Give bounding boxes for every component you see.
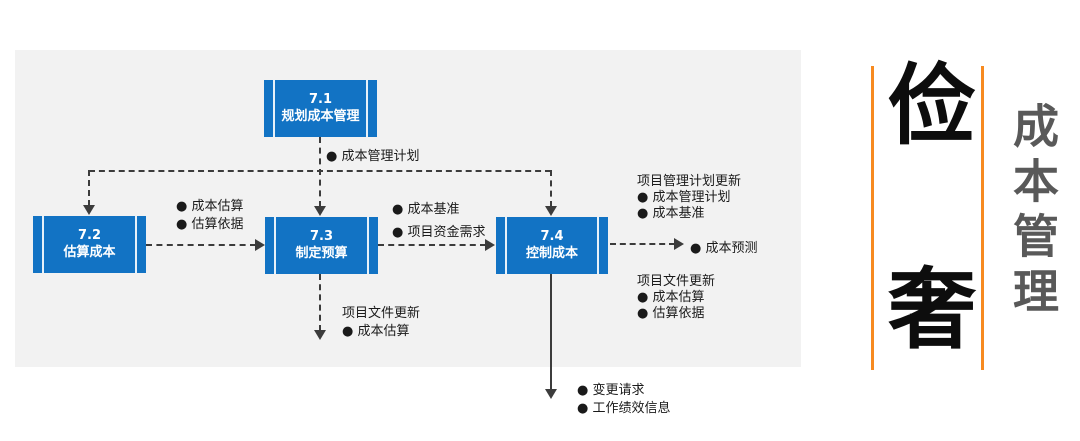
arrowhead-into-estimate bbox=[83, 205, 95, 215]
output-label-cost-forecast: ● 成本预测 bbox=[690, 241, 758, 256]
output-line: 项目文件更新 bbox=[637, 274, 716, 289]
dashed-connector-budget-to-control bbox=[378, 244, 486, 246]
arrowhead-estimate-to-budget bbox=[255, 239, 265, 251]
output-line: ● 成本基准 bbox=[392, 202, 460, 217]
output-line: ● 项目资金需求 bbox=[392, 225, 486, 240]
arrowhead-budget-to-control bbox=[485, 239, 495, 251]
arrowhead-control-down bbox=[545, 389, 557, 399]
output-label-control-right-top: 项目管理计划更新 ● 成本管理计划 ● 成本基准 bbox=[637, 174, 741, 222]
process-box-control-costs: 7.4 控制成本 bbox=[496, 217, 608, 274]
chapter-title-vertical: 成本管理 bbox=[1006, 102, 1060, 322]
box-id: 7.2 bbox=[77, 228, 102, 244]
output-line: 项目管理计划更新 bbox=[637, 174, 742, 189]
dashed-connector-budget-down bbox=[319, 274, 321, 331]
accent-line-left bbox=[871, 66, 874, 370]
output-line: ● 成本估算 bbox=[342, 324, 410, 339]
process-box-determine-budget: 7.3 制定预算 bbox=[265, 217, 378, 274]
output-line: ● 变更请求 bbox=[577, 383, 645, 398]
output-label-budget-down: 项目文件更新 ● 成本估算 bbox=[342, 305, 420, 341]
output-line: ● 成本估算 bbox=[176, 199, 244, 214]
calligraphy-char-extravagance: 奢 bbox=[887, 258, 976, 361]
output-label-control-down: ● 变更请求 ● 工作绩效信息 bbox=[577, 382, 670, 418]
arrowhead-into-budget bbox=[314, 206, 326, 216]
dashed-distribution-line bbox=[89, 170, 551, 172]
output-line: ● 成本估算 bbox=[637, 290, 705, 305]
output-line: ● 估算依据 bbox=[176, 217, 244, 232]
output-line: ● 成本管理计划 bbox=[637, 190, 731, 205]
calligraphy-char-thrift: 俭 bbox=[887, 54, 976, 157]
dashed-connector-plan-to-budget bbox=[319, 137, 321, 207]
dashed-connector-estimate-to-budget bbox=[146, 244, 256, 246]
arrowhead-forecast bbox=[674, 238, 684, 250]
dashed-connector-to-control bbox=[550, 170, 552, 207]
box-title: 规划成本管理 bbox=[281, 108, 360, 124]
box-id: 7.3 bbox=[309, 229, 334, 245]
accent-line-right bbox=[981, 66, 984, 370]
arrowhead-into-control bbox=[545, 206, 557, 216]
output-label-cost-management-plan: ● 成本管理计划 bbox=[326, 149, 420, 164]
process-box-plan-cost-management: 7.1 规划成本管理 bbox=[264, 80, 377, 137]
arrowhead-budget-down bbox=[314, 330, 326, 340]
output-label-estimate-to-budget: ● 成本估算 ● 估算依据 bbox=[176, 198, 243, 234]
box-id: 7.1 bbox=[308, 92, 333, 108]
box-title: 估算成本 bbox=[63, 244, 116, 260]
output-line: 项目文件更新 bbox=[342, 306, 421, 321]
dashed-connector-control-to-forecast bbox=[610, 243, 675, 245]
box-title: 控制成本 bbox=[525, 245, 578, 261]
output-line: ● 成本基准 bbox=[637, 206, 705, 221]
output-label-budget-to-control: ● 成本基准 ● 项目资金需求 bbox=[392, 198, 485, 244]
output-line: ● 估算依据 bbox=[637, 306, 705, 321]
diagram-panel bbox=[15, 50, 801, 367]
solid-connector-control-down bbox=[550, 274, 552, 390]
output-line: ● 工作绩效信息 bbox=[577, 401, 671, 416]
process-box-estimate-costs: 7.2 估算成本 bbox=[33, 216, 146, 273]
dashed-connector-to-estimate bbox=[88, 170, 90, 206]
box-id: 7.4 bbox=[540, 229, 564, 245]
output-label-control-right-bottom: 项目文件更新 ● 成本估算 ● 估算依据 bbox=[637, 274, 715, 322]
box-title: 制定预算 bbox=[295, 245, 348, 261]
